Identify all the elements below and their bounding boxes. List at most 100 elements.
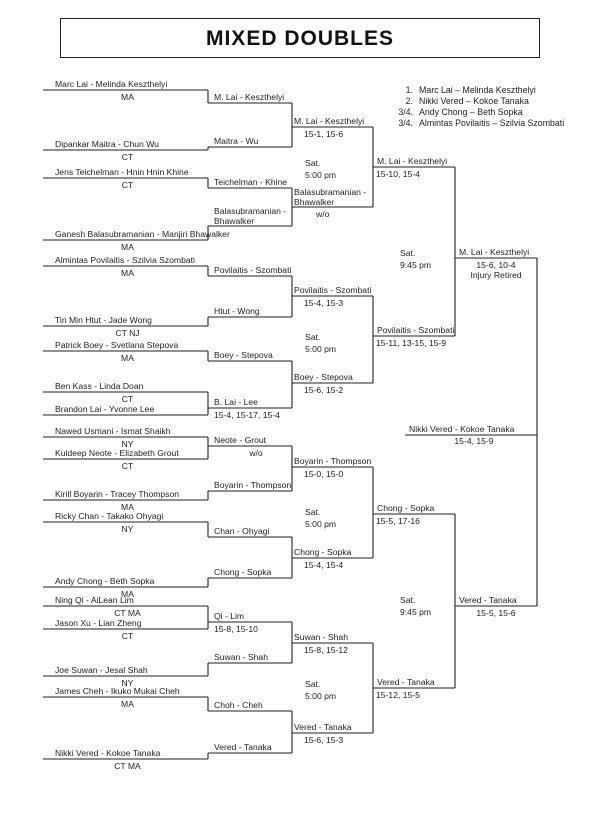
round2-team: Qi - Lim [214,611,245,621]
round2-team: Chong - Sopka [214,567,272,577]
schedule-day: Sat. [305,332,321,342]
schedule-time: 5:00 pm [305,519,337,529]
round1-region: CT [121,394,134,404]
round3-score: 15-1, 15-6 [304,129,344,139]
round4-score: 15-12, 15-5 [376,690,420,700]
round5-score: 15-5, 15-6 [476,608,516,618]
round3-team: Balasubramanian - [294,187,367,197]
round4-team: Chong - Sopka [377,503,435,513]
round4-team: M. Lai - Keszthelyi [377,156,448,166]
schedule-time: 9:45 pm [400,260,432,270]
schedule-day: Sat. [305,507,321,517]
round3-score: 15-4, 15-4 [304,560,344,570]
round5-note: Injury Retired [470,270,522,280]
round1-region: CT MA [114,608,141,618]
round2-team: Balasubramanian - [214,206,287,216]
page-title: MIXED DOUBLES [205,27,394,50]
round2-team: Bhawalker [214,216,255,226]
round2-team: Maitra - Wu [214,136,259,146]
schedule-day: Sat. [400,595,416,605]
round1-region: MA [121,92,134,102]
champion-team: Nikki Vered - Kokoe Tanaka [409,424,515,434]
round1-region: CT [121,461,134,471]
seed-team: Andy Chong – Beth Sopka [419,107,523,117]
round4-team: Povilaitis - Szombati [377,325,455,335]
round1-region: MA [121,589,134,599]
round2-team: B. Lai - Lee [214,397,258,407]
round4-score: 15-10, 15-4 [376,169,420,179]
round3-team: Boyarin - Thompson [294,456,372,466]
round2-team: M. Lai - Keszthelyi [214,92,285,102]
round1-team: Nawed Usmani - Ismat Shaikh [55,426,171,436]
round1-team: Kuldeep Neote - Elizabeth Grout [55,448,179,458]
round2-team: Neote - Grout [214,435,267,445]
round1-team: Jens Teichelman - Hnin Hnin Khine [55,167,189,177]
round2-team: Boey - Stepova [214,350,273,360]
round1-team: Nikki Vered - Kokoe Tanaka [55,748,161,758]
round1-team: Jason Xu - Lian Zheng [55,618,142,628]
round2-team: Chan - Ohyagi [214,526,270,536]
schedule-day: Sat. [400,248,416,258]
round2-team: Teichelman - Khine [214,177,288,187]
round1-region: CT NJ [115,328,140,338]
round1-team: Kirill Boyarin - Tracey Thompson [55,489,180,499]
round1-region: MA [121,242,134,252]
round1-region: NY [121,678,134,688]
title-box: MIXED DOUBLES [60,18,540,58]
round1-region: MA [121,502,134,512]
seed-rank: 2. [405,96,413,106]
round3-score: w/o [316,209,330,219]
round3-team: Vered - Tanaka [294,722,352,732]
round1-team: Patrick Boey - Svetlana Stepova [55,340,179,350]
round3-score: 15-6, 15-3 [304,735,344,745]
round1-team: Tin Min Htut - Jade Wong [55,315,152,325]
round5-team: M. Lai - Keszthelyi [459,247,530,257]
round1-team: Ganesh Balasubramanian - Manjiri Bhawalk… [55,229,230,239]
round1-team: Ben Kass - Linda Doan [55,381,144,391]
round1-team: Almintas Povilaitis - Szilvia Szombati [55,255,195,265]
round3-score: 15-0, 15-0 [304,469,344,479]
schedule-day: Sat. [305,158,321,168]
round1-region: MA [121,268,134,278]
schedule-time: 5:00 pm [305,170,337,180]
round3-score: 15-4, 15-3 [304,298,344,308]
round1-region: CT [121,631,134,641]
round1-region: CT [121,180,134,190]
schedule-time: 9:45 pm [400,607,432,617]
round1-region: CT [121,152,134,162]
round1-team: Ricky Chan - Takako Ohyagi [55,511,164,521]
round2-score: 15-4, 15-17, 15-4 [214,410,280,420]
round2-team: Htut - Wong [214,306,260,316]
champion-score: 15-4, 15-9 [454,436,494,446]
round3-team: Suwan - Shah [294,632,348,642]
round3-team: M. Lai - Keszthelyi [294,116,365,126]
round2-team: Boyarin - Thompson [214,480,292,490]
seed-rank: 3/4. [398,107,413,117]
round1-team: Dipankar Maitra - Chun Wu [55,139,159,149]
round2-score: w/o [249,448,263,458]
round1-team: Joe Suwan - Jesal Shah [55,665,148,675]
round1-region: NY [121,524,134,534]
round1-team: Ning Qi - AiLean Lim [55,595,134,605]
seed-rank: 3/4. [398,118,413,128]
round1-region: MA [121,699,134,709]
round2-team: Vered - Tanaka [214,742,272,752]
seed-team: Marc Lai – Melinda Keszthelyi [419,85,536,95]
round3-score: 15-8, 15-12 [304,645,348,655]
round1-region: MA [121,353,134,363]
round1-team: Marc Lai - Melinda Keszthelyi [55,79,168,89]
schedule-time: 5:00 pm [305,691,337,701]
round1-region: NY [121,439,134,449]
seed-rank: 1. [405,85,413,95]
round5-team: Vered - Tanaka [459,595,517,605]
round4-score: 15-11, 13-15, 15-9 [376,338,447,348]
round4-score: 15-5, 17-16 [376,516,420,526]
round2-team: Povilaitis - Szombati [214,265,292,275]
round1-team: James Cheh - Ikuko Mukai Cheh [55,686,180,696]
round5-score: 15-6, 10-4 [476,260,516,270]
round1-team: Brandon Lai - Yvonne Lee [55,404,155,414]
schedule-time: 5:00 pm [305,344,337,354]
round3-team: Povilaitis - Szombati [294,285,372,295]
round4-team: Vered - Tanaka [377,677,435,687]
